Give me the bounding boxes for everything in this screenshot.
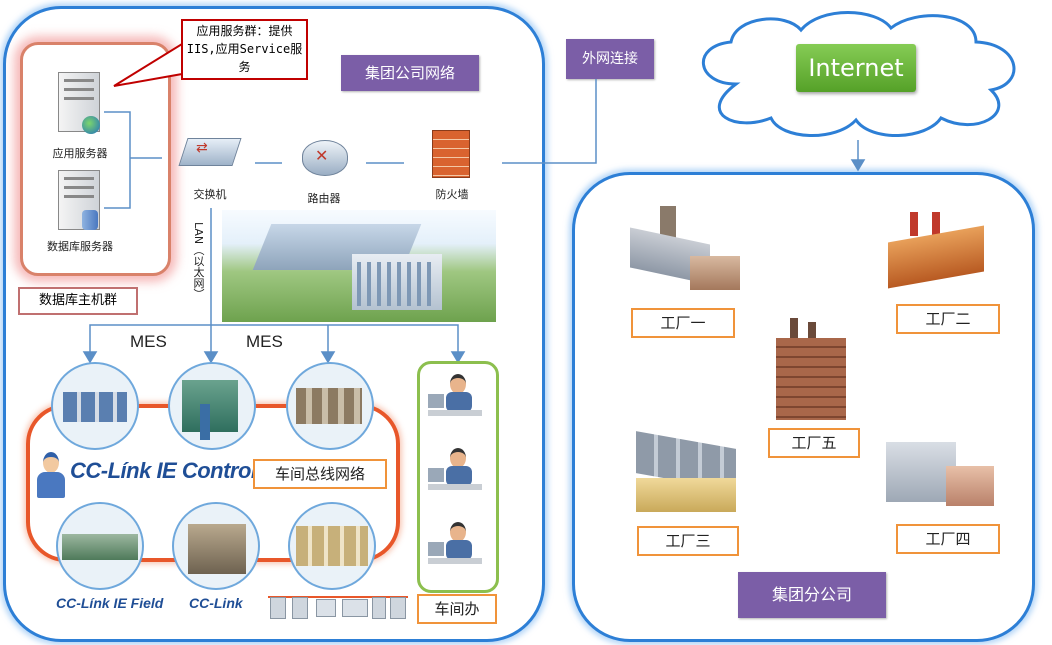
office-worker-icon-2 <box>428 448 484 494</box>
host-group-label: 数据库主机群 <box>18 287 138 315</box>
internet-text: Internet <box>808 54 904 82</box>
firewall-label: 防火墙 <box>435 188 469 201</box>
factory-4-label: 工厂四 <box>896 524 1000 554</box>
db-server-label: 数据库服务器 <box>47 240 113 253</box>
office-worker-icon-1 <box>428 374 484 420</box>
campus-photo <box>222 210 496 322</box>
lan-label: LAN（以太网） <box>190 222 206 322</box>
factory-4-icon <box>876 432 998 518</box>
group-network-label: 集团公司网络 <box>341 55 479 91</box>
cclink-ie-field-logo: CC-Línk IE Field <box>56 595 164 611</box>
machine-image-3 <box>286 362 374 450</box>
mes-label-2: MES <box>246 332 283 351</box>
workshop-bus-text: 车间总线网络 <box>274 465 365 483</box>
router-icon <box>302 140 348 176</box>
switch-icon <box>178 138 242 166</box>
router-arrows: ✕ <box>315 146 329 165</box>
mes-label-1: MES <box>130 332 167 351</box>
branch-text: 集团分公司 <box>771 585 852 604</box>
factory-5-label: 工厂五 <box>768 428 860 458</box>
service-callout: 应用服务群：提供IIS,应用Service服务 <box>181 19 308 80</box>
external-link-text: 外网连接 <box>582 51 638 67</box>
machine-image-5 <box>172 502 260 590</box>
field-devices <box>268 595 408 621</box>
workshop-bus-label: 车间总线网络 <box>253 459 387 489</box>
callout-text: 应用服务群：提供IIS,应用Service服务 <box>186 24 303 74</box>
group-network-text: 集团公司网络 <box>364 64 455 82</box>
workshop-office-text: 车间办 <box>434 600 480 618</box>
factory-3-label: 工厂三 <box>637 526 739 556</box>
router-label: 路由器 <box>307 192 341 205</box>
lan-text: LAN（以太网） <box>192 222 205 300</box>
switch-label: 交换机 <box>193 188 227 201</box>
machine-image-6 <box>288 502 376 590</box>
app-server-label: 应用服务器 <box>52 147 108 160</box>
factory-5-icon <box>768 318 854 422</box>
internet-box: Internet <box>796 44 916 92</box>
machine-image-2 <box>168 362 256 450</box>
globe-icon <box>82 116 100 134</box>
workshop-office-label: 车间办 <box>417 594 497 624</box>
factory-2-label: 工厂二 <box>896 304 1000 334</box>
worker-icon <box>37 452 65 498</box>
factory-2-icon <box>880 212 992 292</box>
office-worker-icon-3 <box>428 522 484 568</box>
firewall-icon <box>432 130 470 178</box>
external-link-label: 外网连接 <box>566 39 654 79</box>
switch-arrows: ⇄ <box>196 140 208 156</box>
db-server-icon <box>58 170 100 230</box>
factory-3-icon <box>630 431 744 516</box>
factory-1-label: 工厂一 <box>631 308 735 338</box>
factory-1-icon <box>620 206 742 296</box>
database-icon <box>82 210 98 230</box>
cclink-logo: CC-Link <box>189 595 243 611</box>
branch-label: 集团分公司 <box>738 572 886 618</box>
cclink-ie-control-logo: CC-Línk IE Control <box>70 458 257 483</box>
host-group-text: 数据库主机群 <box>38 293 117 308</box>
machine-image-4 <box>56 502 144 590</box>
machine-image-1 <box>51 362 139 450</box>
